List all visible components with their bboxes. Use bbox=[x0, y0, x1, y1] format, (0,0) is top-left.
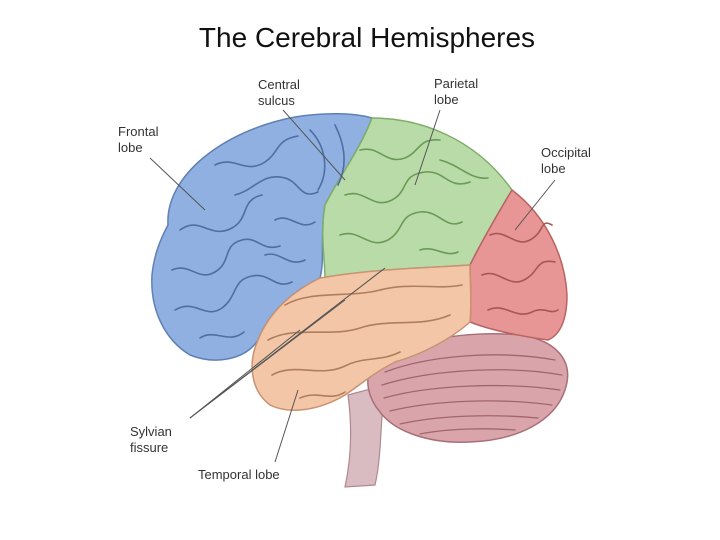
brainstem bbox=[344, 384, 386, 488]
cerebellum-folia bbox=[381, 354, 563, 435]
parietal-gyri bbox=[339, 139, 489, 255]
leader-temporal-lobe bbox=[274, 389, 299, 463]
leader-occipital-lobe bbox=[514, 179, 556, 231]
leader-frontal-lobe bbox=[149, 157, 206, 211]
temporal-gyri bbox=[267, 284, 463, 399]
temporal-lobe bbox=[251, 264, 472, 411]
label-central-sulcus: Central sulcus bbox=[258, 77, 300, 108]
leader-sylvian-3 bbox=[189, 299, 346, 419]
label-temporal-lobe: Temporal lobe bbox=[198, 467, 280, 482]
label-frontal-lobe: Frontal lobe bbox=[118, 124, 159, 155]
occipital-lobe bbox=[469, 188, 568, 341]
frontal-lobe bbox=[151, 112, 373, 361]
label-parietal-lobe: Parietal lobe bbox=[434, 76, 479, 107]
leader-central-sulcus bbox=[282, 109, 346, 181]
label-occipital-lobe: Occipital lobe bbox=[541, 145, 591, 176]
leader-parietal-lobe bbox=[414, 109, 441, 186]
frontal-gyri bbox=[171, 124, 345, 339]
label-sylvian-fissure: Sylvian fissure bbox=[130, 424, 172, 455]
leader-lines bbox=[149, 109, 556, 463]
occipital-gyri bbox=[481, 222, 559, 315]
slide-title: The Cerebral Hemispheres bbox=[198, 22, 536, 53]
cerebellum bbox=[367, 333, 569, 443]
